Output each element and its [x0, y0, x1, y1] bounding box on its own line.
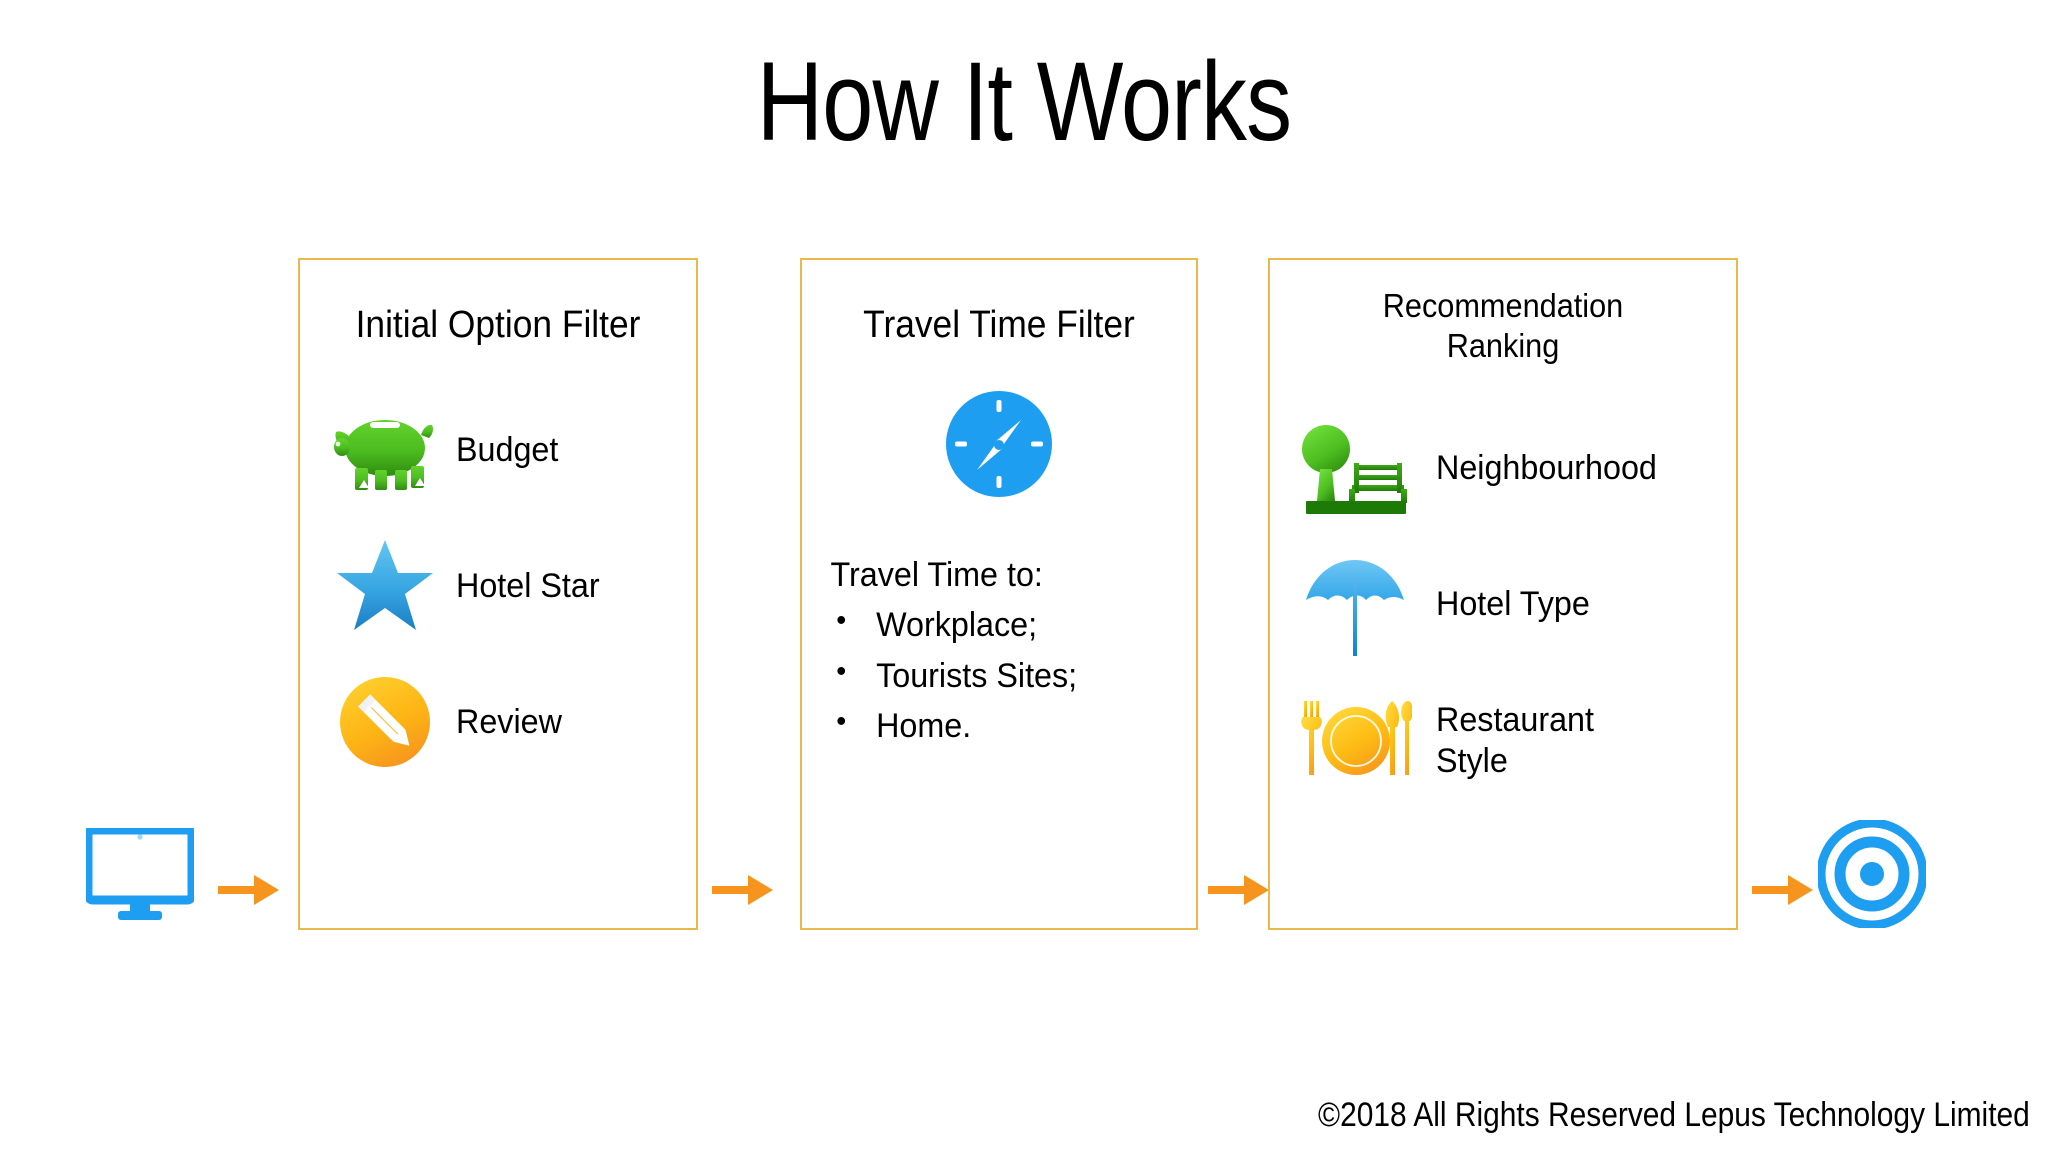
beach-umbrella-icon [1294, 550, 1418, 660]
compass-icon [945, 390, 1053, 503]
target-icon [1816, 818, 1928, 933]
list-item[interactable]: Restaurant Style [1270, 673, 1736, 809]
panel-title: Recommendation Ranking [1286, 286, 1719, 367]
list-item: Home. [831, 704, 1177, 746]
travel-time-list: Workplace; Tourists Sites; Home. [831, 603, 1177, 746]
list-item-label: Budget [456, 431, 559, 470]
list-item[interactable]: Budget [300, 382, 696, 518]
list-item-label-line-2: Style [1436, 741, 1508, 780]
panel-rows: Neighbourhood [1270, 401, 1736, 809]
copyright-footer: ©2018 All Rights Reserved Lepus Technolo… [1318, 1095, 2030, 1134]
piggy-bank-icon [326, 395, 444, 505]
panel-title-line-1: Recommendation [1382, 287, 1624, 324]
pencil-circle-icon [326, 667, 444, 777]
list-item: Workplace; [831, 603, 1177, 645]
panel-title-line-2: Ranking [1446, 327, 1560, 365]
list-item-label: Hotel Type [1436, 585, 1590, 624]
panel-recommendation-ranking[interactable]: Recommendation Ranking [1268, 258, 1738, 930]
travel-time-block: Travel Time to: Workplace; Tourists Site… [802, 555, 1176, 745]
park-tree-bench-icon [1294, 414, 1418, 524]
list-item[interactable]: Hotel Star [300, 518, 696, 654]
compass-icon-wrap [802, 390, 1196, 503]
travel-time-heading: Travel Time to: [830, 556, 1043, 595]
list-item-label: Neighbourhood [1436, 449, 1657, 488]
list-item: Tourists Sites; [831, 654, 1177, 696]
page-title: How It Works [756, 39, 1292, 164]
list-item-label: Hotel Star [456, 567, 600, 606]
panel-title: Initial Option Filter [355, 304, 641, 346]
list-item[interactable]: Hotel Type [1270, 537, 1736, 673]
panel-title: Travel Time Filter [863, 304, 1135, 346]
list-item-label: Restaurant Style [1436, 700, 1594, 780]
panel-rows: Budget Hotel Star [300, 382, 696, 790]
arrow-right-icon [1752, 870, 1814, 915]
monitor-icon [83, 825, 197, 925]
restaurant-cutlery-icon [1294, 686, 1418, 796]
panel-travel-time-filter[interactable]: Travel Time Filter Travel Time to: Workp… [800, 258, 1198, 930]
list-item-label-line-1: Restaurant [1436, 701, 1595, 740]
arrow-right-icon [218, 870, 280, 915]
panel-initial-option-filter[interactable]: Initial Option Filter [298, 258, 698, 930]
list-item-label: Review [456, 703, 562, 742]
list-item[interactable]: Review [300, 654, 696, 790]
arrow-right-icon [712, 870, 774, 915]
arrow-right-icon [1208, 870, 1270, 915]
star-icon [326, 531, 444, 641]
process-flow: Initial Option Filter [0, 258, 2048, 938]
list-item[interactable]: Neighbourhood [1270, 401, 1736, 537]
